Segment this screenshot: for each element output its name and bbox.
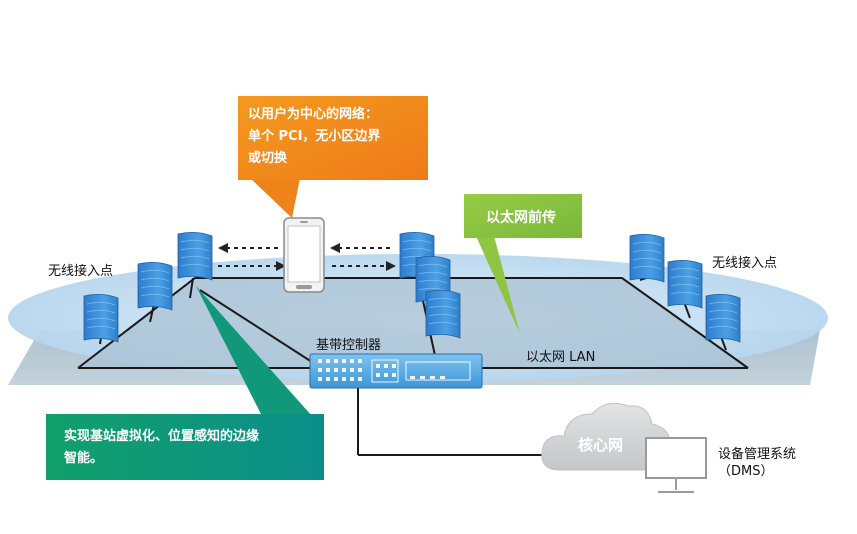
baseband-controller-icon [309, 353, 483, 389]
callout-line: 智能。 [64, 451, 104, 466]
ethernet-lan-label: 以太网 LAN [526, 350, 596, 365]
core-network-label: 核心网 [578, 436, 624, 454]
callout-line: 单个 PCI，无小区边界 [248, 129, 381, 144]
user-centric-callout: 以用户为中心的网络： 单个 PCI，无小区边界 或切换 [248, 104, 380, 170]
signal-arrows [218, 247, 394, 267]
wireless-ap-label-right: 无线接入点 [712, 256, 778, 271]
dms-label-line: 设备管理系统 [718, 447, 797, 462]
smartphone-icon [283, 217, 325, 293]
edge-callout-box [46, 286, 324, 480]
ethernet-fronthaul-callout: 以太网前传 [486, 207, 556, 227]
callout-line: 或切换 [248, 151, 288, 166]
ethernet-fronthaul-callout-box [464, 194, 582, 334]
callout-line: 实现基站虚拟化、位置感知的边缘 [64, 429, 260, 444]
dms-label: 设备管理系统 （DMS） [718, 446, 796, 480]
wireless-ap-label-left: 无线接入点 [48, 264, 114, 279]
callout-line: 以用户为中心的网络： [248, 107, 379, 122]
monitor-icon [645, 437, 707, 493]
user-centric-callout-box [238, 96, 428, 218]
dms-label-line: （DMS） [718, 464, 774, 479]
callout-text: 以太网前传 [486, 210, 556, 226]
baseband-controller-label: 基带控制器 [316, 338, 382, 353]
edge-callout: 实现基站虚拟化、位置感知的边缘 智能。 [64, 426, 259, 470]
arrow-heads [218, 243, 396, 271]
